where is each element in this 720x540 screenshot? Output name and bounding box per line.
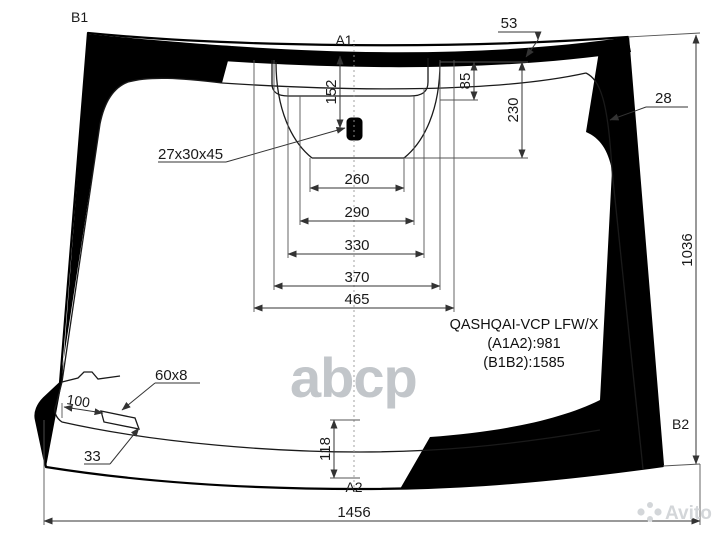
dim-53: 53 (498, 15, 542, 58)
inner-edge-lines (54, 72, 644, 470)
dim-290-text: 290 (344, 204, 369, 221)
part-code: QASHQAI-VCP LFW/X (450, 317, 599, 333)
watermark-avito-text: Avito (665, 503, 712, 524)
dim-118-text: 118 (317, 437, 334, 461)
callout-100-text: 100 (66, 391, 92, 410)
frit-bottom-right (400, 170, 643, 489)
inner-edge-bottom (54, 381, 601, 453)
label-a2: A2 (345, 479, 362, 495)
label-b1: B1 (71, 9, 88, 25)
dim-1456-text: 1456 (337, 504, 370, 521)
shade-band-profile (271, 58, 441, 159)
frit-right-side (586, 37, 663, 469)
frit-top-left (35, 34, 233, 467)
callout-pad-text: 60x8 (155, 367, 188, 384)
callout-pad: 60x8 (121, 367, 200, 411)
dim-230: 230 (404, 61, 528, 159)
dim-370-text: 370 (344, 269, 369, 286)
part-number-block: QASHQAI-VCP LFW/X (A1A2):981 (B1B2):1585 (450, 317, 599, 371)
callout-33-text: 33 (84, 448, 101, 465)
callout-pad-offset: 100 (61, 391, 104, 418)
part-a1a2: (A1A2):981 (487, 336, 560, 352)
watermark-abcp: abcp (290, 346, 417, 409)
ceramic-frit-band (35, 34, 663, 489)
dim-260-text: 260 (344, 171, 369, 188)
dim-28-text: 28 (655, 90, 672, 107)
inner-edge-bottom-notch (61, 371, 121, 383)
shade-band-outline (271, 58, 429, 97)
dim-330-text: 330 (344, 237, 369, 254)
inner-edge-left-top (61, 77, 223, 383)
mirror-sensor-bracket (346, 117, 363, 141)
frit-top-edge (222, 37, 631, 68)
shade-band-left-curve (275, 61, 313, 159)
callout-sensor-text: 27x30x45 (158, 146, 223, 163)
dim-1036-text: 1036 (679, 233, 696, 266)
dim-152: 152 (323, 55, 344, 129)
watermark-avito: Avito (637, 502, 712, 524)
callout-pad-drop: 33 (84, 427, 140, 465)
dimension-stack: 260 290 330 370 465 (253, 60, 455, 312)
label-b2: B2 (672, 416, 689, 432)
label-a1: A1 (335, 32, 352, 48)
dim-85-text: 85 (457, 73, 474, 90)
dim-230-text: 230 (505, 97, 522, 122)
dim-53-text: 53 (501, 15, 518, 32)
inner-edge-right (585, 72, 644, 470)
dim-28: 28 (609, 90, 688, 121)
dim-1456: 1456 (43, 420, 701, 525)
dim-118: 118 (317, 419, 360, 479)
part-b1b2: (B1B2):1585 (483, 355, 564, 371)
dim-1036: 1036 (627, 32, 701, 467)
dim-152-text: 152 (323, 79, 340, 104)
callout-sensor: 27x30x45 (158, 126, 346, 163)
dim-465-text: 465 (344, 291, 369, 308)
shade-band-right-curve (403, 61, 441, 159)
